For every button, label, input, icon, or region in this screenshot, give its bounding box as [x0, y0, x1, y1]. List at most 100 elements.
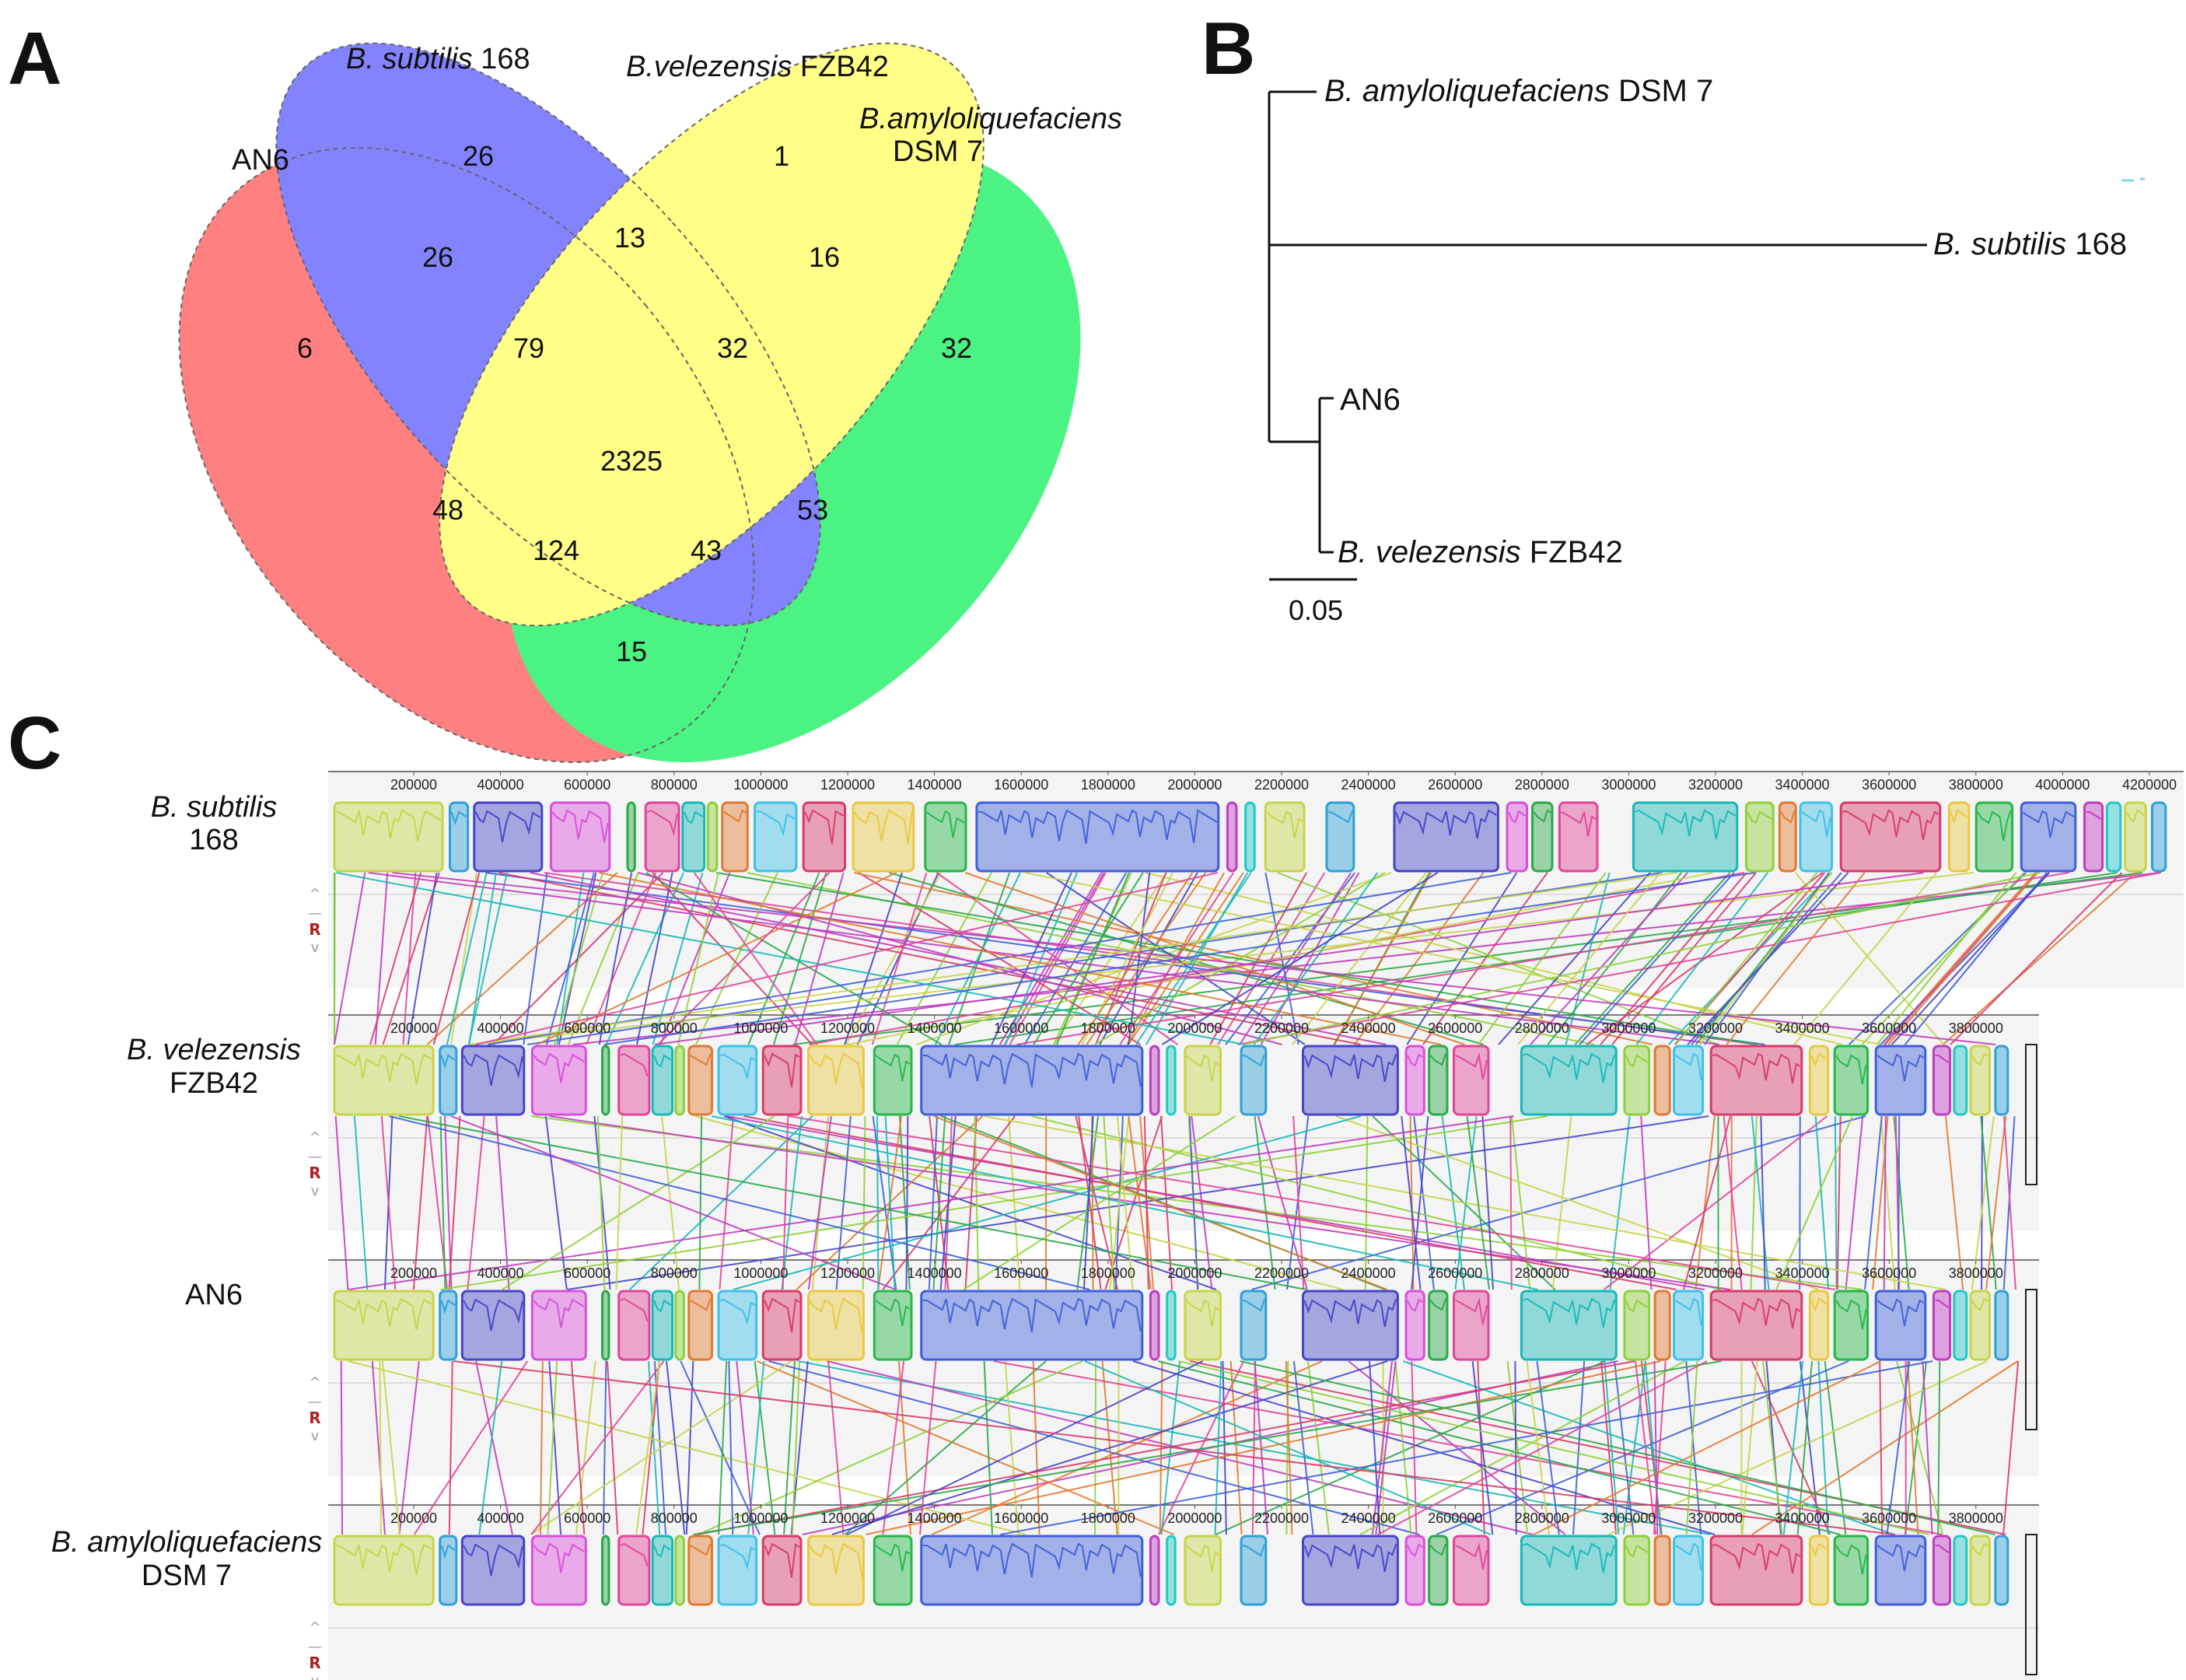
- lcb-block[interactable]: [1839, 801, 1942, 873]
- lcb-block[interactable]: [1558, 801, 1599, 873]
- lcb-block[interactable]: [530, 1290, 587, 1361]
- lcb-block[interactable]: [1184, 1290, 1222, 1361]
- lcb-block[interactable]: [924, 801, 967, 873]
- lcb-block[interactable]: [626, 801, 636, 873]
- lcb-block[interactable]: [761, 1535, 803, 1606]
- track-minimize-button[interactable]: —: [308, 1394, 322, 1410]
- lcb-block[interactable]: [1653, 1045, 1671, 1116]
- lcb-block[interactable]: [1520, 1535, 1618, 1606]
- lcb-block[interactable]: [873, 1535, 913, 1606]
- lcb-block[interactable]: [1530, 801, 1554, 873]
- lcb-block[interactable]: [1240, 1535, 1268, 1606]
- track-minimize-button[interactable]: —: [308, 1149, 322, 1165]
- lcb-block[interactable]: [1953, 1535, 1968, 1606]
- lcb-block[interactable]: [717, 1535, 758, 1606]
- lcb-block[interactable]: [617, 1535, 651, 1606]
- track-reverse-button[interactable]: R: [309, 1409, 320, 1427]
- track-move-down-button[interactable]: v: [311, 1673, 320, 1680]
- lcb-block[interactable]: [1953, 1045, 1968, 1116]
- track-minimize-button[interactable]: —: [308, 905, 322, 922]
- lcb-block[interactable]: [530, 1535, 587, 1606]
- lcb-block[interactable]: [1149, 1045, 1160, 1116]
- lcb-block[interactable]: [1264, 801, 1306, 873]
- lcb-block[interactable]: [1166, 1045, 1177, 1116]
- lcb-block[interactable]: [761, 1290, 803, 1361]
- lcb-block[interactable]: [601, 1290, 610, 1361]
- lcb-block[interactable]: [651, 1290, 674, 1361]
- lcb-block[interactable]: [333, 1535, 435, 1606]
- lcb-block[interactable]: [644, 801, 680, 873]
- lcb-block[interactable]: [1673, 1290, 1705, 1361]
- lcb-block[interactable]: [674, 1535, 685, 1606]
- lcb-block[interactable]: [1969, 1535, 1991, 1606]
- lcb-block[interactable]: [721, 801, 749, 873]
- lcb-block[interactable]: [1932, 1290, 1952, 1361]
- lcb-block[interactable]: [333, 801, 444, 873]
- lcb-block[interactable]: [873, 1045, 913, 1116]
- lcb-block[interactable]: [674, 1290, 685, 1361]
- lcb-block[interactable]: [530, 1045, 587, 1116]
- track-move-up-button[interactable]: ^: [309, 1619, 320, 1636]
- lcb-block[interactable]: [1709, 1045, 1803, 1116]
- lcb-block[interactable]: [681, 801, 706, 873]
- lcb-block[interactable]: [706, 801, 719, 873]
- lcb-block[interactable]: [1653, 1535, 1671, 1606]
- track-minimize-button[interactable]: —: [308, 1639, 322, 1655]
- lcb-block[interactable]: [1969, 1290, 1991, 1361]
- lcb-block[interactable]: [1932, 1535, 1952, 1606]
- lcb-block[interactable]: [975, 801, 1220, 873]
- lcb-block[interactable]: [333, 1290, 435, 1361]
- track-move-up-button[interactable]: ^: [309, 1374, 320, 1391]
- lcb-block[interactable]: [852, 801, 915, 873]
- lcb-block[interactable]: [1623, 1290, 1651, 1361]
- lcb-block[interactable]: [1709, 1290, 1803, 1361]
- lcb-block[interactable]: [920, 1045, 1144, 1116]
- lcb-block[interactable]: [754, 801, 798, 873]
- lcb-block[interactable]: [1623, 1535, 1651, 1606]
- lcb-block[interactable]: [1953, 1290, 1968, 1361]
- lcb-block[interactable]: [1673, 1045, 1705, 1116]
- lcb-block[interactable]: [1166, 1535, 1177, 1606]
- lcb-block[interactable]: [1302, 1045, 1399, 1116]
- lcb-block[interactable]: [1520, 1045, 1618, 1116]
- lcb-block[interactable]: [1240, 1290, 1268, 1361]
- lcb-block[interactable]: [1506, 801, 1529, 873]
- lcb-block[interactable]: [873, 1290, 913, 1361]
- lcb-block[interactable]: [601, 1535, 610, 1606]
- lcb-block[interactable]: [920, 1290, 1144, 1361]
- lcb-block[interactable]: [1240, 1045, 1268, 1116]
- lcb-block[interactable]: [2105, 801, 2122, 873]
- lcb-block[interactable]: [1623, 1045, 1651, 1116]
- lcb-block[interactable]: [1932, 1045, 1952, 1116]
- track-move-down-button[interactable]: v: [311, 1183, 320, 1199]
- track-move-down-button[interactable]: v: [311, 940, 320, 956]
- lcb-block[interactable]: [1184, 1535, 1222, 1606]
- lcb-block[interactable]: [549, 801, 611, 873]
- lcb-block[interactable]: [2124, 801, 2147, 873]
- lcb-block[interactable]: [1393, 801, 1499, 873]
- lcb-block[interactable]: [2150, 801, 2167, 873]
- lcb-block[interactable]: [920, 1535, 1144, 1606]
- lcb-block[interactable]: [1994, 1535, 2009, 1606]
- lcb-block[interactable]: [460, 1045, 526, 1116]
- lcb-block[interactable]: [460, 1535, 526, 1606]
- lcb-block[interactable]: [717, 1290, 758, 1361]
- lcb-block[interactable]: [1226, 801, 1238, 873]
- lcb-block[interactable]: [1947, 801, 1971, 873]
- lcb-block[interactable]: [717, 1045, 758, 1116]
- lcb-block[interactable]: [1302, 1535, 1399, 1606]
- track-move-up-button[interactable]: ^: [309, 886, 320, 902]
- lcb-block[interactable]: [617, 1045, 651, 1116]
- lcb-block[interactable]: [1520, 1290, 1618, 1361]
- track-reverse-button[interactable]: R: [309, 920, 320, 939]
- track-reverse-button[interactable]: R: [309, 1654, 320, 1672]
- lcb-block[interactable]: [651, 1535, 674, 1606]
- lcb-block[interactable]: [473, 801, 544, 873]
- lcb-block[interactable]: [1744, 801, 1775, 873]
- lcb-block[interactable]: [1302, 1290, 1399, 1361]
- lcb-block[interactable]: [1673, 1535, 1705, 1606]
- lcb-block[interactable]: [1184, 1045, 1222, 1116]
- lcb-block[interactable]: [601, 1045, 610, 1116]
- lcb-block[interactable]: [651, 1045, 674, 1116]
- lcb-block[interactable]: [1709, 1535, 1803, 1606]
